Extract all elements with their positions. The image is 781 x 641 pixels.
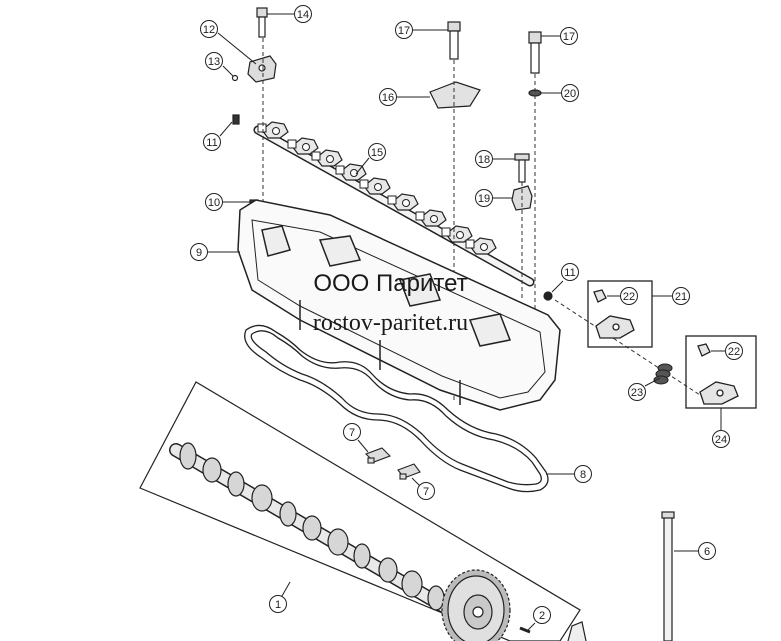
rocker-housing: [237, 199, 561, 411]
callout-7-upper: 7: [349, 427, 355, 439]
callout-13: 13: [208, 56, 220, 68]
callout-17-left: 17: [398, 25, 410, 37]
callouts: 14 12 13 11 10 9 17 16 17 20: [190, 5, 743, 631]
callout-8: 8: [580, 469, 586, 481]
callout-1: 1: [275, 599, 281, 611]
pushrod: [661, 511, 675, 641]
callout-10: 10: [208, 197, 220, 209]
callout-16: 16: [382, 92, 394, 104]
callout-11-left: 11: [206, 137, 217, 149]
watermark-company: ООО Паритет: [313, 270, 468, 297]
callout-20: 20: [564, 88, 576, 100]
cover-gasket: [244, 324, 549, 493]
callout-15: 15: [371, 147, 383, 159]
callout-19: 19: [478, 193, 490, 205]
callout-11-right: 11: [564, 267, 575, 279]
callout-17-right: 17: [563, 31, 575, 43]
cam-brackets: [365, 447, 421, 480]
callout-12: 12: [203, 24, 215, 36]
callout-2: 2: [539, 610, 545, 622]
callout-21: 21: [675, 291, 687, 303]
spring-23: [653, 363, 673, 385]
watermark-site: rostov-paritet.ru: [312, 310, 469, 336]
callout-9: 9: [196, 247, 202, 259]
callout-24: 24: [715, 434, 727, 446]
callout-6: 6: [704, 546, 710, 558]
detail-box-24: [685, 335, 757, 409]
callout-7-lower: 7: [423, 486, 429, 498]
callout-18: 18: [478, 154, 490, 166]
camshaft: [169, 442, 587, 641]
callout-23: 23: [631, 387, 643, 399]
top-parts: [231, 7, 553, 301]
callout-14: 14: [297, 9, 309, 21]
rocker-shaft-assembly: [253, 121, 535, 287]
callout-22-upper: 22: [623, 291, 635, 303]
callout-22-lower: 22: [728, 346, 740, 358]
detail-box-21: [587, 280, 653, 348]
camshaft-frame: [139, 381, 581, 641]
